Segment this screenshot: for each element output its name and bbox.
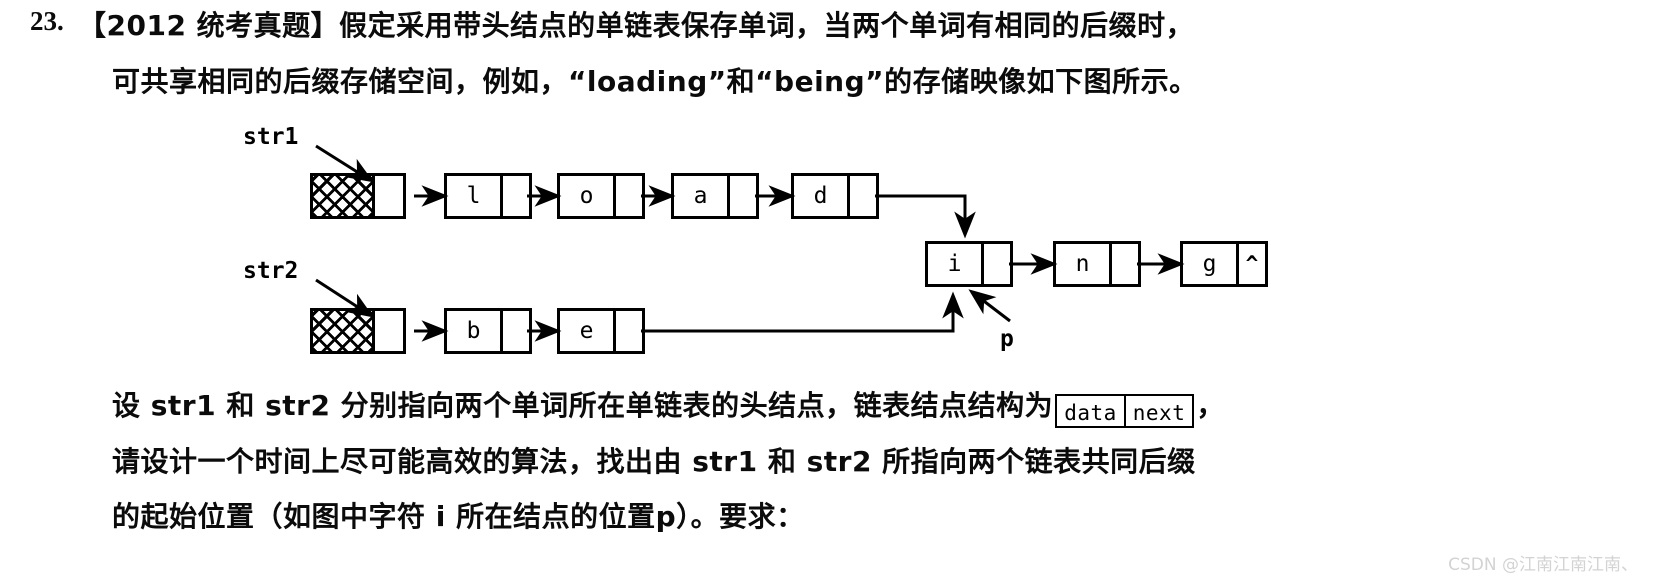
question-line-2: 可共享相同的后缀存储空间，例如，“loading”和“being”的存储映像如下… xyxy=(112,65,1198,98)
list1-node-a-data: a xyxy=(674,176,730,216)
arrow-d-to-i xyxy=(875,194,976,239)
answer-text-line-2: 请设计一个时间上尽可能高效的算法，找出由 str1 和 str2 所指向两个链表… xyxy=(112,445,1196,478)
answer-text-line-3: 的起始位置（如图中字符 i 所在结点的位置p）。要求： xyxy=(112,500,805,533)
linked-list-diagram: str1 str2 p l o a d b xyxy=(0,118,1656,368)
list1-node-a: a xyxy=(671,173,759,219)
suffix-node-g-null: ^ xyxy=(1245,252,1259,276)
list2-head-data-cell xyxy=(313,311,375,351)
list1-head-node xyxy=(310,173,406,219)
list1-head-data-cell xyxy=(313,176,375,216)
inline-node-divider xyxy=(1123,396,1126,426)
arrow-str2 xyxy=(315,278,374,318)
pointer-label-str1: str1 xyxy=(243,124,299,150)
arrow-e-to-i xyxy=(641,291,964,333)
csdn-watermark: CSDN @江南江南江南、 xyxy=(1448,555,1638,575)
list2-node-b-data: b xyxy=(447,311,503,351)
pointer-label-str2: str2 xyxy=(243,258,299,284)
question-line-1: 【2012 统考真题】假定采用带头结点的单链表保存单词，当两个单词有相同的后缀时… xyxy=(78,9,1195,42)
suffix-node-n-data: n xyxy=(1056,244,1112,284)
suffix-node-i-data: i xyxy=(928,244,984,284)
list2-node-b: b xyxy=(444,308,532,354)
question-number: 23. xyxy=(30,6,64,36)
list1-node-l-data: l xyxy=(447,176,503,216)
pointer-label-p: p xyxy=(1000,326,1014,352)
inline-node-data-label: data xyxy=(1064,401,1117,425)
arrow-p-to-i xyxy=(968,289,1011,323)
inline-node-next-label: next xyxy=(1132,401,1186,425)
list1-node-o-data: o xyxy=(560,176,616,216)
suffix-node-i: i xyxy=(925,241,1013,287)
suffix-node-g-data: g xyxy=(1183,244,1239,284)
diagram-wires xyxy=(315,144,1185,342)
list1-node-d-data: d xyxy=(794,176,850,216)
list2-node-e-data: e xyxy=(560,311,616,351)
answer-text-line-1-suffix: ， xyxy=(1196,389,1225,422)
inline-node-structure: data next xyxy=(1055,394,1195,428)
answer-text-line-1-prefix: 设 str1 和 str2 分别指向两个单词所在单链表的头结点，链表结点结构为 xyxy=(112,389,1054,422)
arrow-str1 xyxy=(315,144,374,183)
suffix-node-g: g ^ xyxy=(1180,241,1268,287)
